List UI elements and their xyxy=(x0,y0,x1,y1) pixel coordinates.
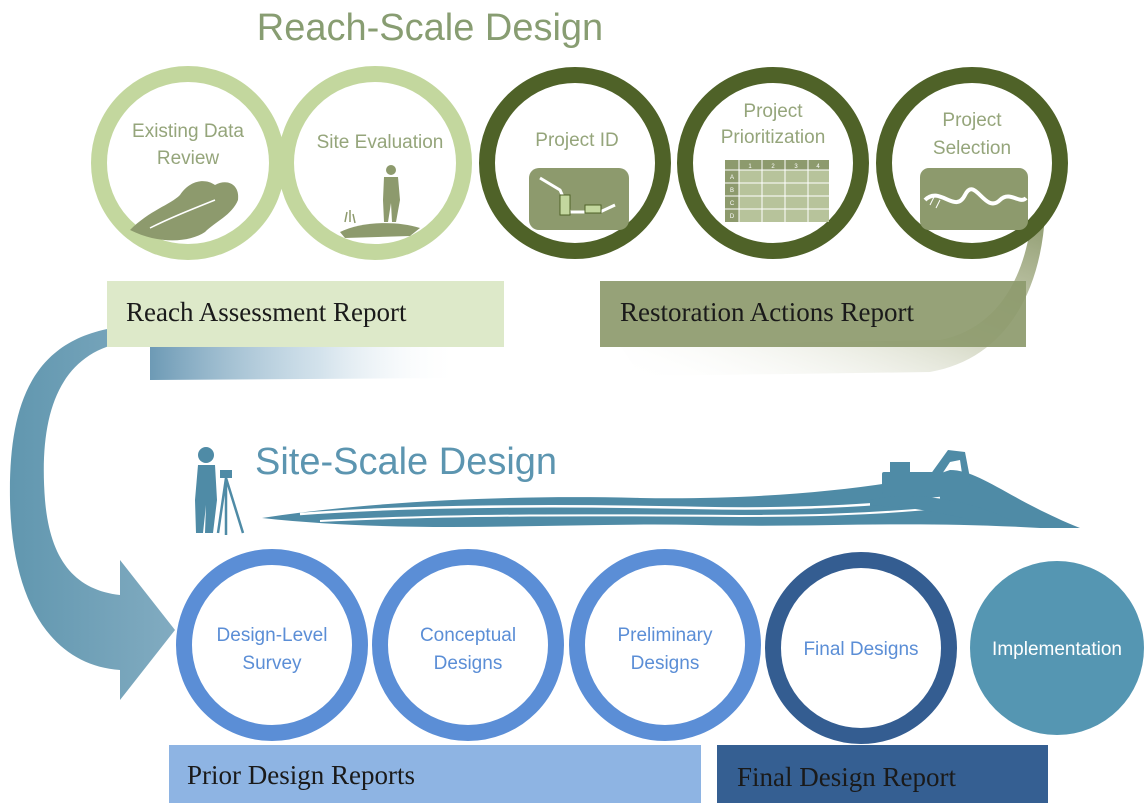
site-step-preliminary-designs: Preliminary Designs xyxy=(569,549,761,741)
reach-scale-title: Reach-Scale Design xyxy=(257,7,603,49)
reach-step-existing-data-review: Existing Data Review xyxy=(91,66,285,260)
matrix-row-c: C xyxy=(730,201,735,207)
site-step-conceptual-designs: Conceptual Designs xyxy=(372,549,564,741)
river-waves-illustration xyxy=(262,470,1080,528)
preliminary-line1: Preliminary xyxy=(617,625,713,646)
selection-line1: Project xyxy=(942,110,1002,131)
prioritization-matrix-icon: 1 2 3 4 A B C D xyxy=(725,160,829,222)
final-design-report-box xyxy=(717,745,1048,803)
reach-step-project-selection: Project Selection xyxy=(876,67,1068,259)
reach-assessment-report-label: Reach Assessment Report xyxy=(126,297,407,327)
project-site-map-icon xyxy=(529,168,629,230)
reach-assessment-report-box xyxy=(107,281,504,347)
field-worker-icon xyxy=(340,165,420,238)
prioritization-line2: Prioritization xyxy=(721,127,826,148)
matrix-col-1: 1 xyxy=(748,164,752,170)
matrix-col-2: 2 xyxy=(771,164,775,170)
implementation-label: Implementation xyxy=(992,639,1122,660)
restoration-actions-report-box xyxy=(600,281,1026,347)
matrix-row-b: B xyxy=(730,188,734,194)
reach-step-project-id: Project ID xyxy=(479,67,671,259)
river-channel-icon xyxy=(920,168,1028,230)
conceptual-line2: Designs xyxy=(434,653,503,674)
project-id-label: Project ID xyxy=(535,130,618,151)
excavator-icon xyxy=(870,450,1010,522)
prior-design-reports-label: Prior Design Reports xyxy=(187,760,415,790)
reach-step-site-evaluation: Site Evaluation xyxy=(278,66,472,260)
restoration-actions-report-label: Restoration Actions Report xyxy=(620,297,914,327)
prior-design-reports-box xyxy=(169,745,701,803)
design-level-line2: Survey xyxy=(242,653,302,674)
matrix-col-3: 3 xyxy=(794,164,798,170)
reach-step-project-prioritization: 1 2 3 4 A B C D Project Prioritization xyxy=(677,67,869,259)
prioritization-line1: Project xyxy=(743,101,803,122)
site-evaluation-label: Site Evaluation xyxy=(317,132,444,153)
site-step-implementation: Implementation xyxy=(970,561,1144,735)
design-level-line1: Design-Level xyxy=(217,625,328,646)
matrix-row-a: A xyxy=(730,175,734,181)
existing-data-line2: Review xyxy=(157,148,220,169)
selection-line2: Selection xyxy=(933,138,1011,159)
preliminary-line2: Designs xyxy=(631,653,700,674)
site-step-final-designs: Final Designs xyxy=(765,552,957,744)
reach-to-site-arrow xyxy=(9,325,411,700)
site-scale-title: Site-Scale Design xyxy=(255,441,557,483)
surveyor-icon xyxy=(195,447,245,535)
matrix-col-4: 4 xyxy=(816,164,820,170)
final-design-report-label: Final Design Report xyxy=(737,762,956,792)
matrix-row-d: D xyxy=(730,214,735,220)
watershed-map-icon xyxy=(130,181,239,241)
existing-data-line1: Existing Data xyxy=(132,121,244,142)
site-step-design-level-survey: Design-Level Survey xyxy=(176,549,368,741)
final-designs-label: Final Designs xyxy=(803,639,918,660)
conceptual-line1: Conceptual xyxy=(420,625,516,646)
